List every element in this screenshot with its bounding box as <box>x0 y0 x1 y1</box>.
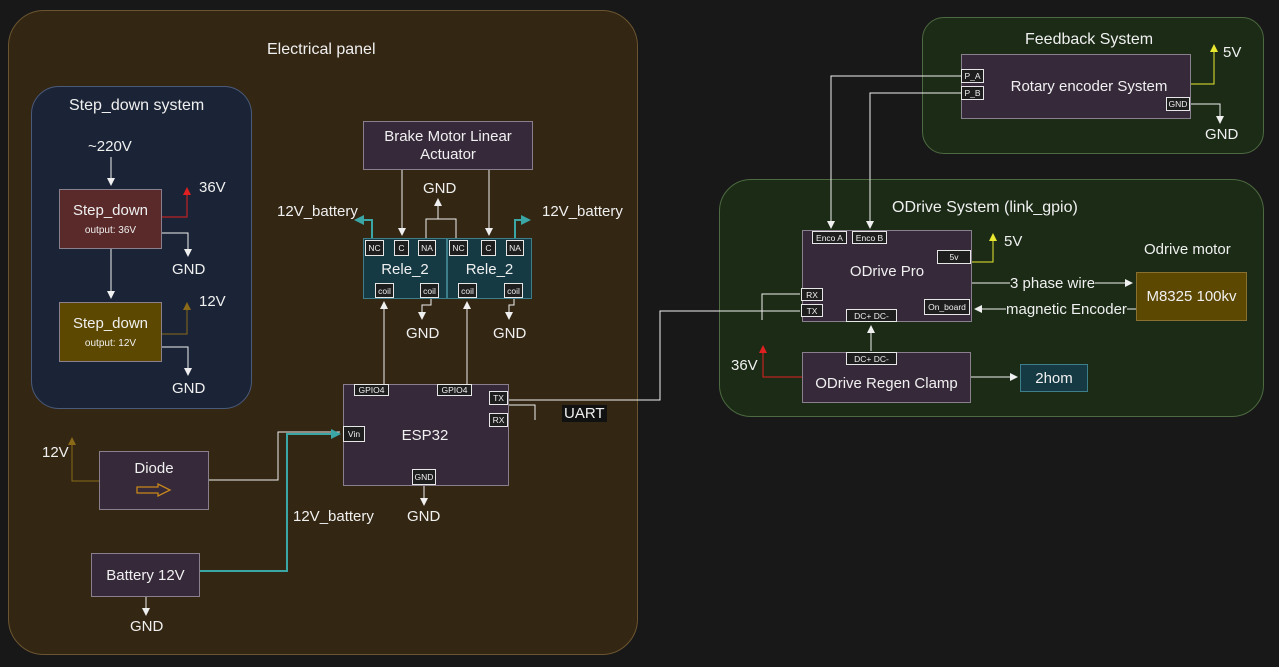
relay-2-nc-port[interactable]: NC <box>449 240 468 256</box>
odrive-dc-port[interactable]: DC+ DC- <box>846 309 897 322</box>
stepdown-gnd-2: GND <box>172 380 206 397</box>
odrive-rx-port[interactable]: RX <box>801 288 823 301</box>
relay-battery-left: 12V_battery <box>277 203 358 220</box>
relay-gnd-bottom-1: GND <box>406 325 440 342</box>
relay-2-c-port[interactable]: C <box>481 240 496 256</box>
stepdown-36v-output: output: 36V <box>84 225 137 236</box>
odrive-5v-port[interactable]: 5v <box>937 250 971 264</box>
relay-2-coil-a[interactable]: coil <box>458 283 477 298</box>
stepdown-gnd-1: GND <box>172 261 206 278</box>
battery-gnd-label: GND <box>130 618 164 635</box>
odrive-encb-port[interactable]: Enco B <box>852 231 887 244</box>
ac-input-label: ~220V <box>88 138 132 155</box>
diode-block[interactable]: Diode <box>99 451 209 510</box>
stepdown-panel-title: Step_down system <box>69 97 205 114</box>
odrive-tx-port[interactable]: TX <box>801 304 823 317</box>
uart-label: UART <box>562 405 607 422</box>
diode-12v-label: 12V <box>42 444 69 461</box>
odrive-pro-title: ODrive Pro <box>849 262 925 280</box>
regen-clamp-title: ODrive Regen Clamp <box>815 375 958 392</box>
esp32-gpio-2[interactable]: GPIO4 <box>437 384 472 396</box>
esp32-tx-port[interactable]: TX <box>489 391 508 405</box>
esp32-gnd-port[interactable]: GND <box>412 469 436 485</box>
battery-block[interactable]: Battery 12V <box>91 553 200 597</box>
esp32-gnd-label: GND <box>407 508 441 525</box>
arrow-right-icon <box>136 483 172 497</box>
odrive-panel-title: ODrive System (link_gpio) <box>892 199 1078 216</box>
odrive-enca-port[interactable]: Enco A <box>812 231 847 244</box>
encoder-gnd-port[interactable]: GND <box>1166 97 1190 111</box>
stepdown-36v-block[interactable]: Step_down output: 36V <box>59 189 162 249</box>
relay-2-na-port[interactable]: NA <box>506 240 524 256</box>
esp32-rx-port[interactable]: RX <box>489 413 508 427</box>
esp32-title: ESP32 <box>401 426 449 444</box>
odrive-onboard-port[interactable]: On_board <box>924 299 970 315</box>
odrive-5v-label: 5V <box>1004 233 1023 250</box>
clamp-36v-label: 36V <box>731 357 758 374</box>
three-phase-label: 3 phase wire <box>1010 275 1096 292</box>
relay-1-c-port[interactable]: C <box>394 240 409 256</box>
stepdown-12v-block[interactable]: Step_down output: 12V <box>59 302 162 362</box>
relay-1-coil-a[interactable]: coil <box>375 283 394 298</box>
stepdown-36v-title: Step_down <box>72 202 149 219</box>
motor-block[interactable]: M8325 100kv <box>1136 272 1247 321</box>
feedback-panel-title: Feedback System <box>1025 31 1154 48</box>
odrive-motor-label: Odrive motor <box>1144 241 1231 258</box>
relay-1-na-port[interactable]: NA <box>418 240 436 256</box>
diode-title: Diode <box>134 460 174 477</box>
relay-gnd-top: GND <box>423 180 457 197</box>
relay-1-nc-port[interactable]: NC <box>365 240 384 256</box>
magnetic-encoder-label: magnetic Encoder <box>1006 301 1127 318</box>
regen-clamp-dc-port[interactable]: DC+ DC- <box>846 352 897 365</box>
esp32-battery-label: 12V_battery <box>293 508 374 525</box>
resistor-block[interactable]: 2hom <box>1020 364 1088 392</box>
encoder-pb-port[interactable]: P_B <box>961 86 984 100</box>
relay-1-coil-b[interactable]: coil <box>420 283 439 298</box>
feedback-5v-label: 5V <box>1223 44 1242 61</box>
stepdown-12v-title: Step_down <box>72 315 149 332</box>
stepdown-36v-label: 36V <box>199 179 226 196</box>
stepdown-12v-output: output: 12V <box>84 338 137 349</box>
stepdown-12v-label: 12V <box>199 293 226 310</box>
feedback-gnd-label: GND <box>1205 126 1239 143</box>
relay-2-title: Rele_2 <box>465 261 514 278</box>
electrical-panel-title: Electrical panel <box>267 41 376 58</box>
encoder-pa-port[interactable]: P_A <box>961 69 984 83</box>
relay-gnd-bottom-2: GND <box>493 325 527 342</box>
relay-2-coil-b[interactable]: coil <box>504 283 523 298</box>
relay-battery-right: 12V_battery <box>542 203 623 220</box>
rotary-encoder-title: Rotary encoder System <box>1010 78 1168 95</box>
relay-1-title: Rele_2 <box>381 261 429 278</box>
brake-actuator-block[interactable]: Brake Motor Linear Actuator <box>363 121 533 170</box>
rotary-encoder-block[interactable]: Rotary encoder System <box>961 54 1191 119</box>
esp32-vin-port[interactable]: Vin <box>343 426 365 442</box>
esp32-gpio-1[interactable]: GPIO4 <box>354 384 389 396</box>
